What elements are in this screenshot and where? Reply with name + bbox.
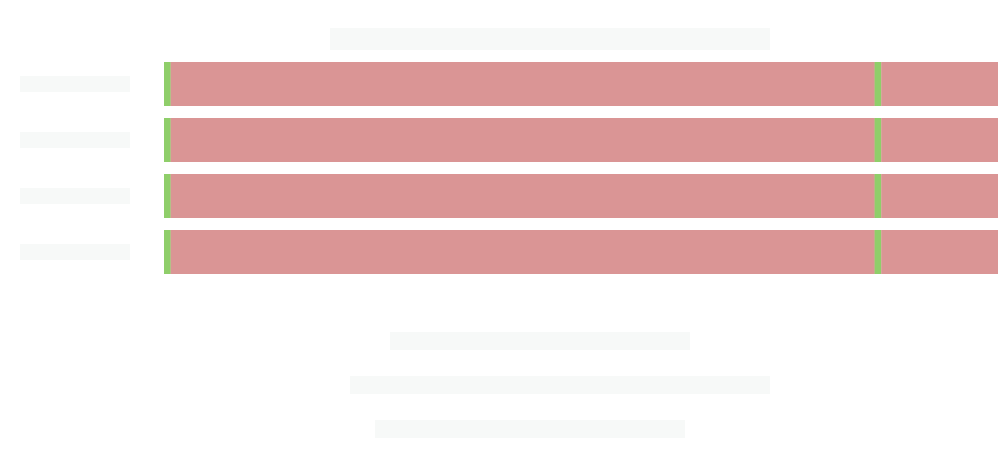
- bar-segment: [164, 62, 171, 106]
- bar-segment: [874, 230, 882, 274]
- bar-segment: [874, 174, 882, 218]
- legend-line-1: [390, 332, 690, 350]
- category-label: [20, 188, 130, 204]
- bar-segment: [881, 62, 998, 106]
- bar-segment: [164, 118, 171, 162]
- bar-segment: [170, 174, 875, 218]
- bar-segment: [164, 174, 171, 218]
- legend-line-3: [375, 420, 685, 438]
- bar-segment: [874, 62, 882, 106]
- chart-title-area: [330, 28, 770, 50]
- bars: [164, 62, 998, 274]
- bar-segment: [881, 118, 998, 162]
- bar-segment: [874, 118, 882, 162]
- legend: [350, 332, 770, 438]
- bar-segment: [170, 62, 875, 106]
- category-labels: [20, 76, 130, 260]
- category-label: [20, 76, 130, 92]
- bar-segment: [881, 174, 998, 218]
- bar-segment: [164, 230, 171, 274]
- legend-line-2: [350, 376, 770, 394]
- bar-segment: [881, 230, 998, 274]
- bar-segment: [170, 118, 875, 162]
- category-label: [20, 244, 130, 260]
- category-label: [20, 132, 130, 148]
- bar-segment: [170, 230, 875, 274]
